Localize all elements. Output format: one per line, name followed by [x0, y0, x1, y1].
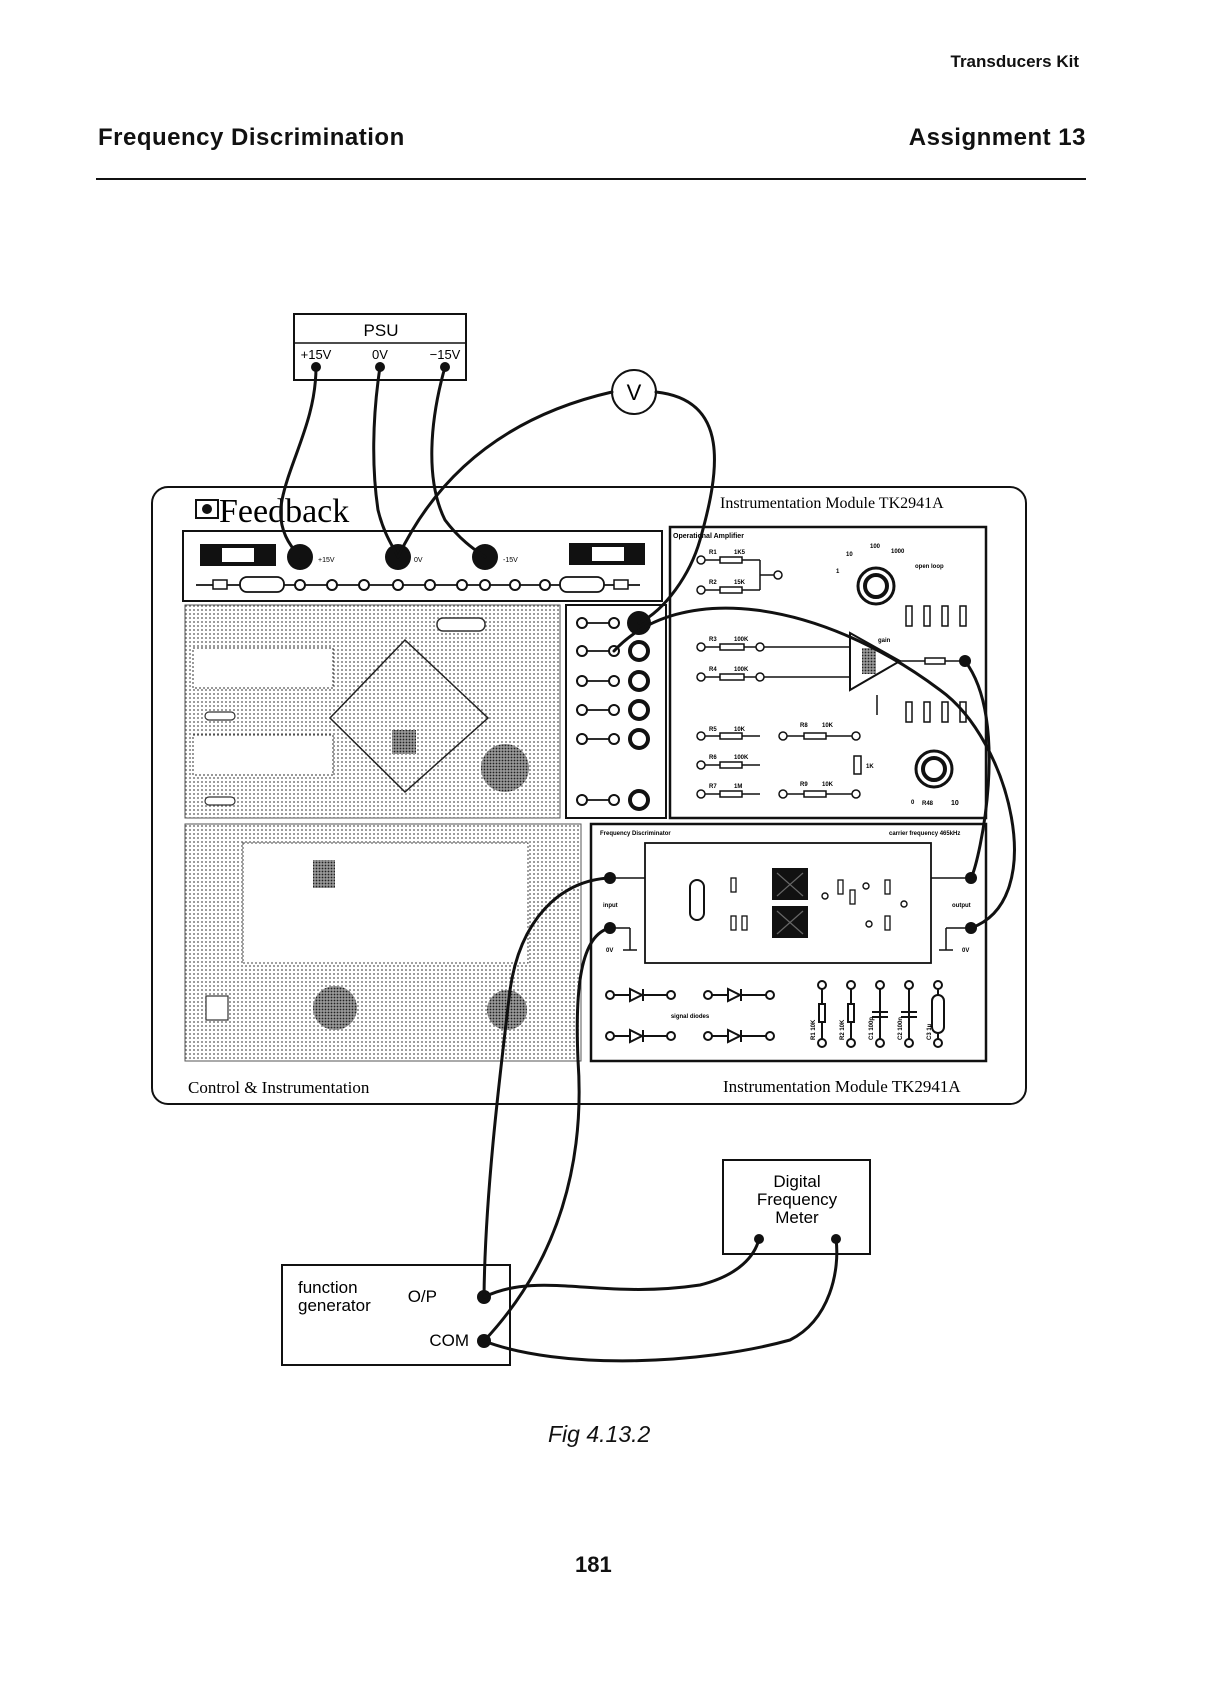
terminal-column — [565, 604, 667, 819]
svg-text:0: 0 — [911, 800, 915, 806]
svg-text:Frequency: Frequency — [757, 1190, 838, 1209]
opamp-module: Operational Amplifier R1 1K5 R2 15K 10 1… — [668, 525, 988, 820]
svg-text:carrier frequency 465kHz: carrier frequency 465kHz — [889, 831, 960, 837]
svg-text:10K: 10K — [822, 723, 834, 729]
frequency-meter: Digital Frequency Meter — [722, 1159, 871, 1255]
bridge-module — [184, 604, 561, 819]
svg-text:output: output — [952, 903, 971, 909]
svg-text:1M: 1M — [734, 784, 742, 790]
module-title-bottom: Instrumentation Module TK2941A — [723, 1077, 961, 1096]
voltmeter-label: V — [627, 380, 642, 405]
svg-text:-15V: -15V — [503, 557, 518, 564]
trainer-panel: Feedback Instrumentation Module TK2941A … — [151, 486, 1027, 1105]
svg-text:R1 10K: R1 10K — [811, 1019, 817, 1040]
svg-text:1000: 1000 — [891, 549, 905, 555]
control-module — [184, 823, 582, 1062]
svg-text:100K: 100K — [734, 755, 749, 761]
svg-text:gain: gain — [878, 638, 891, 644]
svg-text:open loop: open loop — [915, 564, 944, 570]
assignment-label: Assignment 13 — [908, 124, 1086, 151]
svg-text:100K: 100K — [734, 667, 749, 673]
svg-text:C3 1µ: C3 1µ — [927, 1023, 933, 1040]
power-rail: +15V 0V -15V — [182, 530, 663, 602]
svg-text:generator: generator — [298, 1296, 371, 1315]
psu-plus-label: +15V — [301, 347, 332, 362]
svg-text:O/P: O/P — [408, 1287, 437, 1306]
svg-text:1: 1 — [836, 569, 840, 575]
svg-text:R1: R1 — [709, 550, 717, 556]
svg-text:100K: 100K — [734, 637, 749, 643]
kit-name: Transducers Kit — [950, 52, 1080, 71]
svg-text:C2 100n: C2 100n — [898, 1017, 904, 1040]
svg-text:R6: R6 — [709, 755, 717, 761]
svg-text:15K: 15K — [734, 580, 746, 586]
psu-minus-label: −15V — [430, 347, 461, 362]
svg-text:C1 100p: C1 100p — [869, 1017, 875, 1040]
svg-text:0V: 0V — [606, 948, 613, 954]
svg-text:0V: 0V — [414, 557, 423, 564]
svg-text:10: 10 — [846, 552, 853, 558]
svg-text:R4: R4 — [709, 667, 717, 673]
svg-text:Digital: Digital — [773, 1172, 820, 1191]
header-rule — [96, 178, 1086, 180]
fd-module: Frequency Discriminator carrier frequenc… — [589, 822, 988, 1063]
svg-text:1K5: 1K5 — [734, 550, 746, 556]
figure-caption: Fig 4.13.2 — [548, 1421, 651, 1447]
module-title-top: Instrumentation Module TK2941A — [720, 495, 944, 512]
svg-text:R2: R2 — [709, 580, 717, 586]
svg-text:1K: 1K — [866, 764, 874, 770]
svg-text:10K: 10K — [734, 727, 746, 733]
svg-text:10K: 10K — [822, 782, 834, 788]
svg-text:input: input — [603, 903, 618, 909]
control-label: Control & Instrumentation — [188, 1078, 370, 1097]
svg-text:function: function — [298, 1278, 358, 1297]
svg-text:R48: R48 — [922, 801, 934, 807]
svg-text:R3: R3 — [709, 637, 717, 643]
page-number: 181 — [575, 1552, 612, 1577]
svg-text:R9: R9 — [800, 782, 808, 788]
psu-zero-label: 0V — [372, 347, 388, 362]
section-title: Frequency Discrimination — [98, 124, 405, 151]
wires — [279, 365, 1016, 1363]
svg-text:Frequency Discriminator: Frequency Discriminator — [600, 831, 671, 837]
psu-title: PSU — [364, 321, 399, 340]
svg-text:Meter: Meter — [775, 1208, 819, 1227]
brand-label: Feedback — [219, 493, 349, 530]
svg-text:R8: R8 — [800, 723, 808, 729]
svg-text:Operational Amplifier: Operational Amplifier — [673, 533, 744, 540]
feedback-logo: Feedback — [195, 493, 349, 530]
svg-text:10: 10 — [951, 800, 959, 807]
svg-text:signal diodes: signal diodes — [671, 1014, 710, 1020]
function-generator: function generator O/P COM — [281, 1264, 511, 1366]
svg-text:R7: R7 — [709, 784, 717, 790]
svg-text:R5: R5 — [709, 727, 717, 733]
svg-text:100: 100 — [870, 544, 881, 550]
svg-text:COM: COM — [429, 1331, 469, 1350]
svg-text:+15V: +15V — [318, 557, 335, 564]
svg-text:0V: 0V — [962, 948, 969, 954]
svg-text:R2 10K: R2 10K — [840, 1019, 846, 1040]
voltmeter: V — [611, 369, 657, 415]
